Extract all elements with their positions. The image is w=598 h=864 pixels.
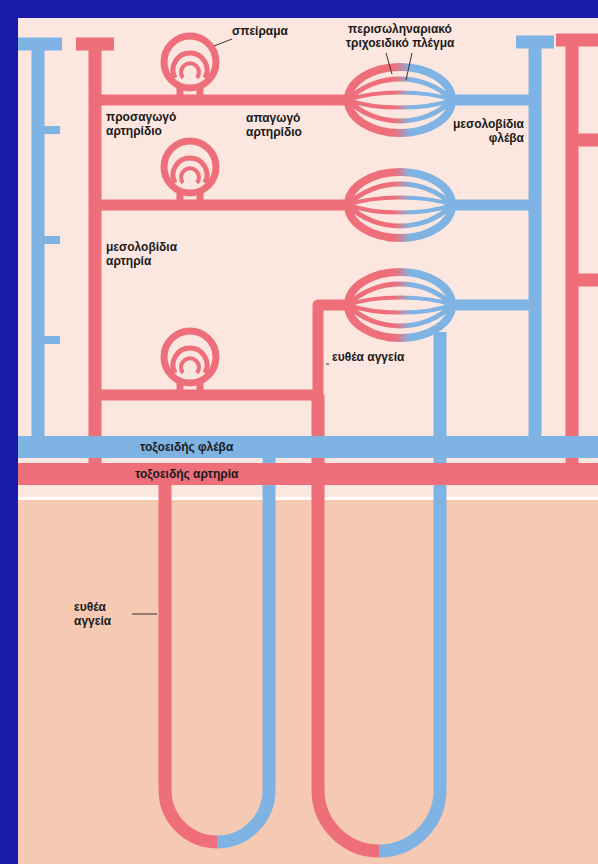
arcuate-artery [18,463,598,485]
arteriole-row [95,305,350,395]
part-label: ευθέα αγγεία [74,600,132,628]
part-label: ευθέα αγγεία [332,350,428,364]
vasa-recta-artery [165,485,217,842]
part-label: περισωληναριακό τριχοειδικό πλέγμα [335,22,465,50]
leader-line [406,53,412,80]
leader-line [214,39,232,46]
band-label: τοξοειδής αρτηρία [135,467,238,481]
part-label: απαγωγό αρτηρίδιο [246,111,326,139]
vasa-recta-vein [379,332,440,851]
boundary-line [18,497,598,500]
capillary-plexus [348,272,452,338]
interlobular-vein [32,42,45,447]
cortex-ground [18,18,598,864]
capillary-plexus [348,67,452,133]
leader-lines [132,39,412,614]
glomerulus [164,141,216,193]
leader-line [326,364,329,365]
vasa-recta [165,332,440,851]
part-label: μεσολοβίδια αρτηρία [106,240,198,268]
medulla-ground [18,500,598,864]
capillary-plexus [348,172,452,238]
part-label: σπείραμα [232,24,288,38]
arcuate-vein [18,436,598,458]
leader-line [386,53,392,74]
glomerulus [164,331,216,383]
band-label: τοξοειδής φλέβα [140,440,233,454]
arteries [76,40,598,474]
part-label: μεσολοβίδια φλέβα [440,117,524,145]
part-label: προσαγωγό αρτηρίδιο [106,110,184,138]
vein-branch [516,36,554,49]
arteriole-row [95,200,350,211]
artery-branch [556,40,598,280]
glomerulus [164,36,216,88]
artery-branch [76,38,114,51]
interlobular-artery [566,40,579,474]
vasa-recta-vein [217,452,269,842]
arteriole-row [95,95,350,106]
vein-branch [18,38,62,51]
leader-line [132,614,157,615]
vein-branch [38,130,60,340]
interlobular-artery [89,44,102,474]
